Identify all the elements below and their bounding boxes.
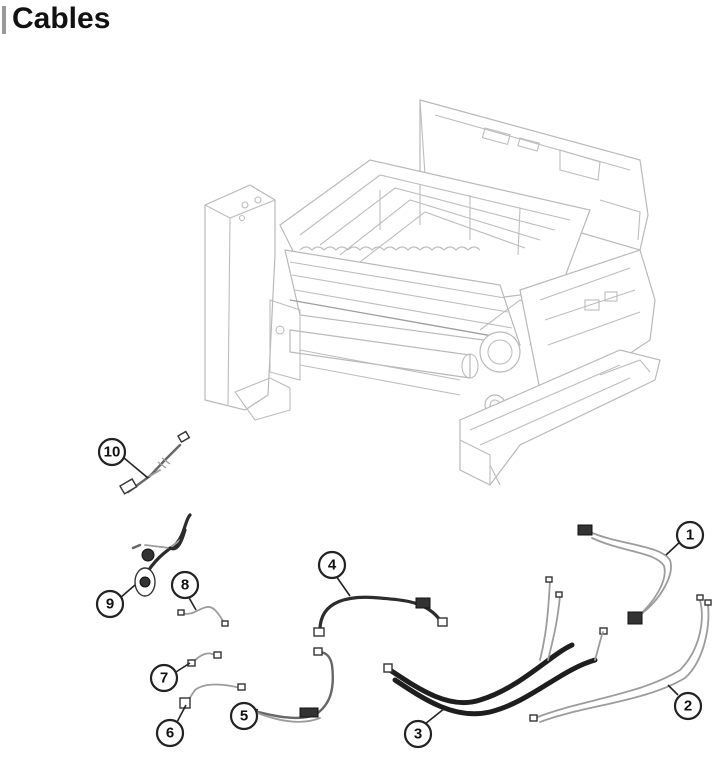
leader-lines xyxy=(119,457,683,729)
cable-3-illustration xyxy=(383,576,608,717)
cable-6-illustration xyxy=(179,683,246,709)
callout-5: 5 xyxy=(229,701,259,731)
page-title: Cables xyxy=(12,2,111,35)
callout-10: 10 xyxy=(97,437,127,467)
callout-9-label: 9 xyxy=(106,596,114,613)
callout-4-label: 4 xyxy=(328,557,337,574)
callout-7-label: 7 xyxy=(160,670,168,687)
callout-7: 7 xyxy=(149,663,179,693)
cable-8-illustration xyxy=(177,606,229,627)
cable-1-illustration xyxy=(577,524,672,625)
cable-7-illustration xyxy=(187,651,222,667)
callout-8-label: 8 xyxy=(181,577,189,594)
cable-2-illustration xyxy=(529,594,712,723)
cable-5-illustration xyxy=(243,647,334,723)
callout-1: 1 xyxy=(675,520,705,550)
callout-2-label: 2 xyxy=(684,698,692,715)
callout-8: 8 xyxy=(170,570,200,600)
callout-3: 3 xyxy=(403,719,433,749)
callout-10-label: 10 xyxy=(104,444,121,461)
callout-6-label: 6 xyxy=(166,725,174,742)
callout-3-label: 3 xyxy=(414,726,422,743)
printer-frame-illustration xyxy=(204,99,661,486)
callout-1-label: 1 xyxy=(686,527,694,544)
callout-5-label: 5 xyxy=(240,708,248,725)
cable-10-illustration xyxy=(119,430,191,495)
callout-9: 9 xyxy=(95,589,125,619)
callout-2: 2 xyxy=(673,691,703,721)
cable-9-illustration xyxy=(131,513,192,597)
callout-6: 6 xyxy=(155,718,185,748)
callout-4: 4 xyxy=(317,550,347,580)
cable-4-illustration xyxy=(313,595,448,637)
title-accent-bar xyxy=(2,6,6,34)
